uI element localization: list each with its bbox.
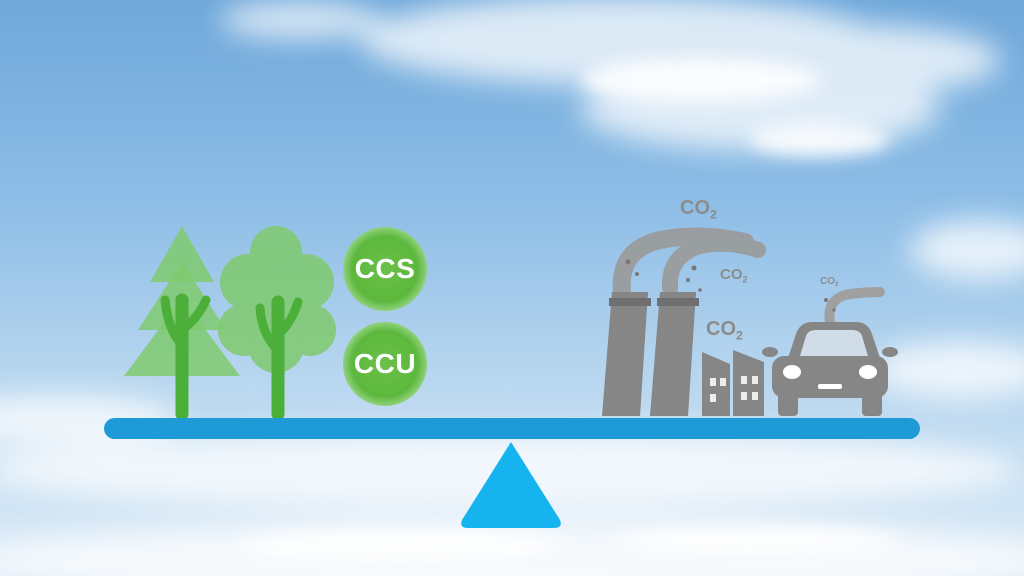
co2-label-large: CO2: [680, 197, 717, 222]
ccs-label: CCS: [354, 253, 416, 284]
balance-fulcrum: [461, 442, 561, 528]
co2-label-small: CO2: [820, 276, 839, 289]
pine-tree-icon: [124, 226, 240, 421]
ccu-label: CCU: [353, 348, 417, 379]
factory-chimneys-icon: [602, 292, 699, 416]
ccs-badge: CCS: [343, 227, 427, 311]
co2-label-factory: CO2: [706, 318, 743, 343]
smoke-particles: [625, 259, 702, 292]
ccu-badge: CCU: [343, 322, 427, 406]
factory-smoke: [612, 227, 766, 301]
car-details: [783, 330, 877, 389]
car-exhaust: [824, 287, 885, 327]
co2-label-medium: CO2: [720, 266, 748, 285]
balance-beam: [104, 418, 920, 439]
factory-windows: [710, 376, 758, 402]
deciduous-tree-icon: [218, 226, 336, 421]
